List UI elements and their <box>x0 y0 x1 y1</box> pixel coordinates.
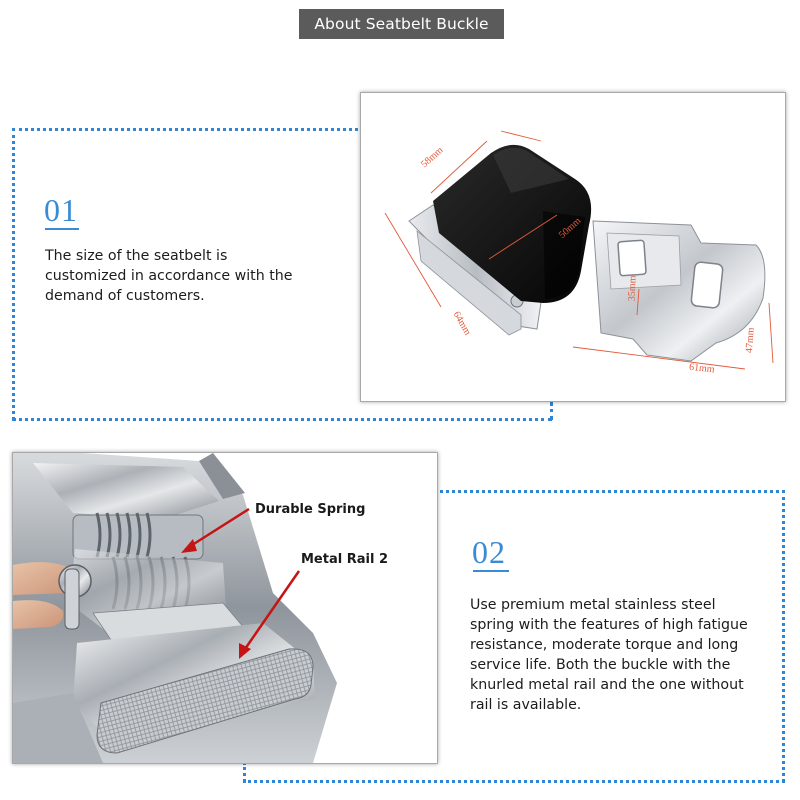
description-line: service life. Both the buckle with the <box>470 657 731 673</box>
tongue-plate <box>592 220 766 362</box>
page-title: About Seatbelt Buckle <box>299 9 504 39</box>
dimension-lines <box>384 130 774 370</box>
section1-number: 01 <box>44 192 78 228</box>
description-line: resistance, moderate torque and long <box>470 637 739 653</box>
section1-border-top <box>12 128 358 131</box>
section2-border-right <box>782 490 785 782</box>
section1-border-right <box>550 402 553 420</box>
dimension-label-side: 64mm <box>451 310 473 338</box>
section2-border-bottom <box>243 780 785 783</box>
callout-durable-spring: Durable Spring <box>255 502 365 517</box>
buckle-cover <box>433 144 592 303</box>
section1-number-underline <box>45 228 79 230</box>
section1-border-left <box>12 128 15 420</box>
dimension-label-top: 58mm <box>419 145 446 170</box>
section1-description: The size of the seatbelt is customized i… <box>45 246 345 306</box>
description-line: knurled metal rail and the one without <box>470 677 744 693</box>
buckle-internal-photo: Durable Spring Metal Rail 2 <box>12 452 438 764</box>
description-line: The size of the seatbelt is <box>45 248 228 264</box>
dimension-label-height: 47mm <box>744 327 757 353</box>
dimension-label-slot: 35mm <box>627 275 639 301</box>
section2-border-top <box>440 490 785 493</box>
section2-number: 02 <box>472 534 506 570</box>
lower-body <box>13 623 315 763</box>
callout-arrows <box>181 507 301 659</box>
buckle-dimensions-photo: 58mm 50mm 35mm 47mm 61mm 64mm <box>360 92 786 402</box>
buckle-dimensions-illustration: 58mm 50mm 35mm 47mm 61mm 64mm <box>384 130 774 376</box>
description-line: rail is available. <box>470 697 582 713</box>
description-line: spring with the features of high fatigue <box>470 617 748 633</box>
description-line: demand of customers. <box>45 288 205 304</box>
description-line: Use premium metal stainless steel <box>470 597 716 613</box>
section2-number-underline <box>473 570 509 572</box>
buckle-internal-illustration: Durable Spring Metal Rail 2 <box>13 453 388 763</box>
dimension-label-length: 61mm <box>689 362 716 376</box>
buckle-frame <box>408 204 544 336</box>
section2-description: Use premium metal stainless steel spring… <box>470 595 775 715</box>
description-line: customized in accordance with the <box>45 268 293 284</box>
callout-metal-rail: Metal Rail 2 <box>301 552 388 567</box>
section2-border-left <box>243 762 246 782</box>
section1-border-bottom <box>12 418 552 421</box>
